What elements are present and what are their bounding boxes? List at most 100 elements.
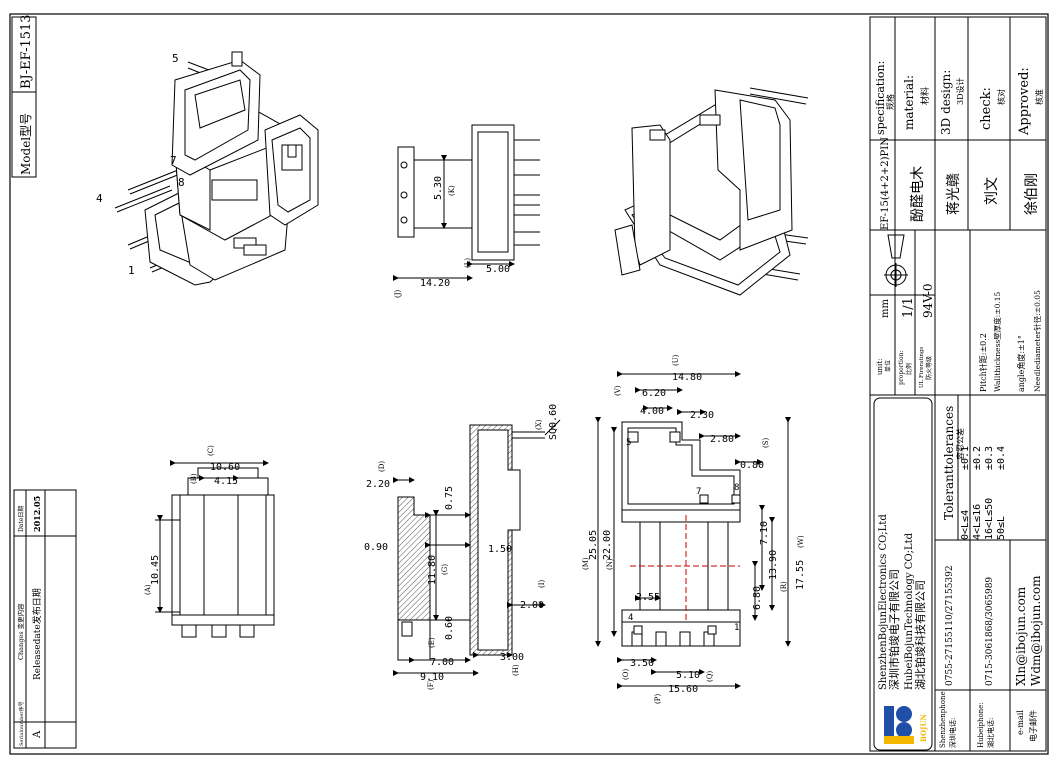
unit-value: mm [880, 299, 891, 318]
tolerance-title-en: Toleranttolerances [942, 406, 956, 520]
sz-phone: 0755-27155110/27155392 [945, 565, 955, 686]
dim-5-30: 5.30 [433, 176, 444, 200]
rev-row-changes: Releasedate发布日期 [31, 588, 43, 680]
tolerance-title-cn: 容忍公差 [955, 428, 965, 460]
hb-phone-label-en: Hubeiphone: [977, 702, 985, 748]
pin-label-4: 4 [96, 192, 103, 205]
proportion-value: 1/1 [901, 297, 916, 318]
sheet-border [9, 13, 1049, 755]
email-label-en: e-mail [1016, 710, 1025, 735]
dim-label-D: (D) [378, 461, 386, 472]
fire-value: 94V-0 [921, 283, 935, 318]
front-view [621, 421, 741, 647]
approved-label-cn: 核准 [1034, 89, 1044, 105]
design-label-cn: 3D设计 [955, 77, 965, 105]
pin-label-front-4: 4 [628, 613, 633, 623]
dim-0-60: 0.60 [444, 616, 455, 640]
model-value: BJ-EF-1513 [19, 14, 34, 89]
spec-label-en: specification: [874, 61, 887, 135]
other-tol-3: Needlediameter针径:±0.05 [1032, 290, 1042, 392]
side-section-dims [393, 419, 561, 676]
design-label-en: 3D design: [939, 70, 953, 135]
top-view-dims [393, 155, 515, 281]
proportion-label-en: proportion: [898, 351, 905, 385]
spec-label-cn: 规格 [885, 94, 895, 110]
dim-3-00: 3.00 [500, 652, 524, 663]
dim-2-30: 2.30 [690, 410, 714, 421]
pin-label-front-7: 7 [696, 487, 701, 497]
dim-5-00: 5.00 [486, 264, 510, 275]
email-1: Xln@ibojun.com [1014, 586, 1028, 686]
tol-range-3: 50≤L [996, 516, 1007, 540]
check-value: 刘文 [984, 177, 1000, 205]
check-label-en: check: [979, 87, 994, 130]
dim-14-20: 14.20 [420, 278, 450, 289]
iso-view-left [114, 51, 319, 286]
dim-label-K: (K) [448, 185, 456, 196]
company-3: 湖北铂竣科技有限公司 [913, 580, 927, 690]
unit-label-en: unit: [876, 359, 884, 375]
dim-label-B: (B) [190, 473, 198, 484]
dim-1-50: 1.50 [488, 544, 512, 555]
other-tol-1: Wallthickness壁厚度:±0.15 [992, 291, 1002, 392]
dim-2-20: 2.20 [366, 479, 390, 490]
dim-label-I: (I) [538, 580, 546, 588]
tol-value-3: ±0.4 [996, 446, 1007, 470]
other-tol-0: Pitch针距:±0.2 [978, 333, 988, 392]
dim-10-45: 10.45 [150, 555, 161, 585]
dim-2-00: 2.00 [520, 600, 544, 611]
pin-label-front-1: 1 [734, 623, 739, 633]
proportion-label-cn: 比例 [905, 363, 913, 375]
hb-phone: 0715-3061868/3065989 [985, 577, 995, 686]
dim-label-O: (O) [622, 669, 630, 680]
dim-17-55: 17.55 [795, 560, 806, 590]
company-2: HubeiBojunTechnology CO;Ltd [904, 532, 915, 690]
unit-label-cn: 单位 [884, 360, 892, 372]
dim-sq-0-60: SQ0.60 [548, 404, 559, 440]
rev-header-changes: Changes 变更内容 [16, 603, 25, 660]
dim-7-10: 7.10 [759, 521, 770, 545]
rev-header-serial: Serialnumber序号 [18, 701, 25, 746]
material-value: 酚醛电木 [910, 166, 926, 222]
dim-label-A: (A) [144, 584, 152, 595]
rev-row-date: 2012.05 [32, 496, 42, 532]
dim-label-E: (E) [428, 637, 436, 648]
fire-label-cn: 防火等级 [925, 356, 933, 380]
front-view-dims [595, 371, 791, 689]
dim-0-80: 0.80 [740, 460, 764, 471]
company-0: ShenzhenBojunElectronics CO;Ltd [878, 514, 889, 690]
approved-label-en: Approved: [1017, 67, 1032, 136]
logo-text: BOJUN [919, 713, 928, 742]
bottom-left-dims [155, 460, 269, 613]
dim-label-M: (M) [582, 557, 590, 570]
tolerance-rows: 0<L≤4 ±0.1 4<L≤16 ±0.2 16<L≤50 ±0.3 50≤L… [960, 446, 1007, 540]
tol-value-2: ±0.3 [984, 446, 995, 470]
tol-range-0: 0<L≤4 [960, 510, 971, 540]
revision-table: Serialnumber序号 Changes 变更内容 Date日期 A Rel… [13, 489, 77, 749]
dim-15-60: 15.60 [668, 684, 698, 695]
dim-label-H: (H) [512, 664, 520, 676]
other-tolerances: Pitch针距:±0.2 Wallthickness壁厚度:±0.15 angl… [978, 290, 1042, 392]
rev-header-date: Date日期 [17, 506, 25, 532]
dim-25-05: 25.05 [588, 530, 599, 560]
dim-label-V: (V) [614, 385, 622, 396]
dim-label-X: (X) [535, 419, 543, 430]
company-names: ShenzhenBojunElectronics CO;Ltd 深圳市铂竣电子有… [873, 397, 933, 751]
pin-label-front-8: 8 [734, 483, 739, 493]
dim-6-80: 6.80 [752, 586, 763, 610]
fire-label-en: UL Fireratings [919, 347, 925, 388]
approved-value: 徐伯刚 [1024, 173, 1040, 215]
dim-5-10: 5.10 [676, 670, 700, 681]
pin-label-8: 8 [178, 176, 185, 189]
dim-0-75: 0.75 [444, 486, 455, 510]
dim-label-N: (N) [606, 558, 614, 570]
dim-label-Q: (Q) [706, 671, 714, 682]
bottom-left-view [171, 467, 275, 638]
other-tol-2: angle角度:±1° [1016, 335, 1026, 392]
pin-label-7: 7 [170, 154, 177, 167]
dim-13-90: 13.90 [768, 550, 779, 580]
pin-label-front-5: 5 [626, 438, 631, 448]
check-label-cn: 核对 [996, 89, 1006, 105]
dim-4-15: 4.15 [214, 476, 238, 487]
projection-symbol [884, 234, 908, 287]
